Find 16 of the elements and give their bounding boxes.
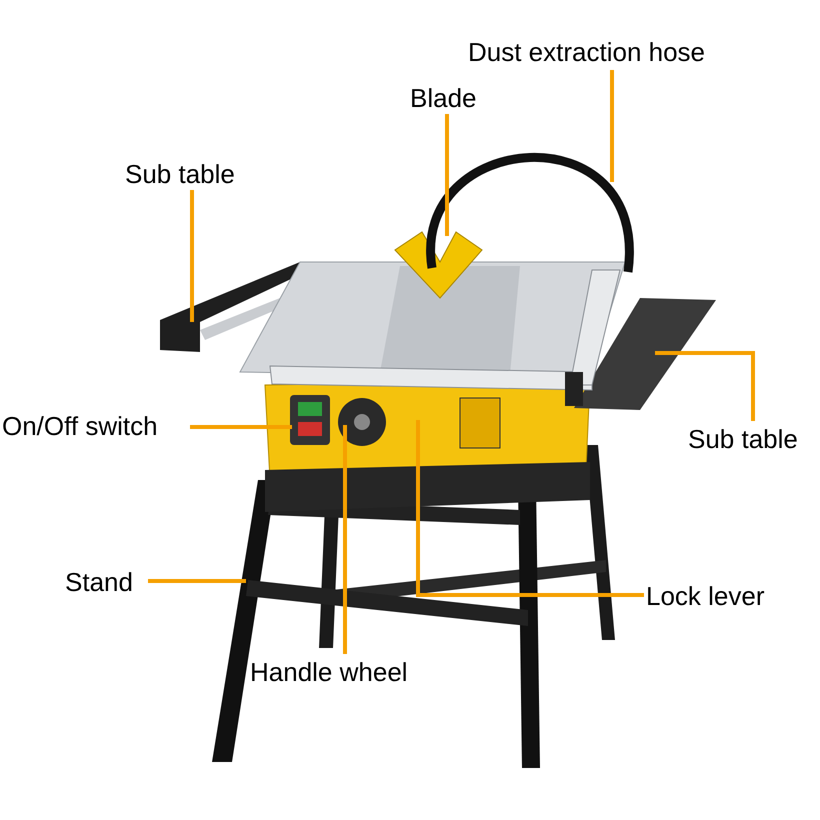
- part-label: Sub table: [688, 423, 798, 455]
- leader-line: [190, 190, 194, 322]
- part-label: Dust extraction hose: [468, 36, 706, 68]
- part-label: Blade: [410, 82, 476, 114]
- part-label: Handle wheel: [250, 656, 408, 688]
- leader-line: [445, 114, 449, 236]
- leader-line: [343, 425, 347, 654]
- part-label: Sub table: [125, 158, 235, 190]
- leader-line: [610, 70, 614, 182]
- part-label: Lock lever: [646, 580, 764, 612]
- leader-line: [655, 351, 755, 421]
- part-label: Stand: [65, 566, 133, 598]
- leader-line: [416, 420, 644, 597]
- leader-line: [148, 579, 246, 583]
- leader-line: [190, 425, 292, 429]
- part-label: On/Off switch: [2, 410, 158, 442]
